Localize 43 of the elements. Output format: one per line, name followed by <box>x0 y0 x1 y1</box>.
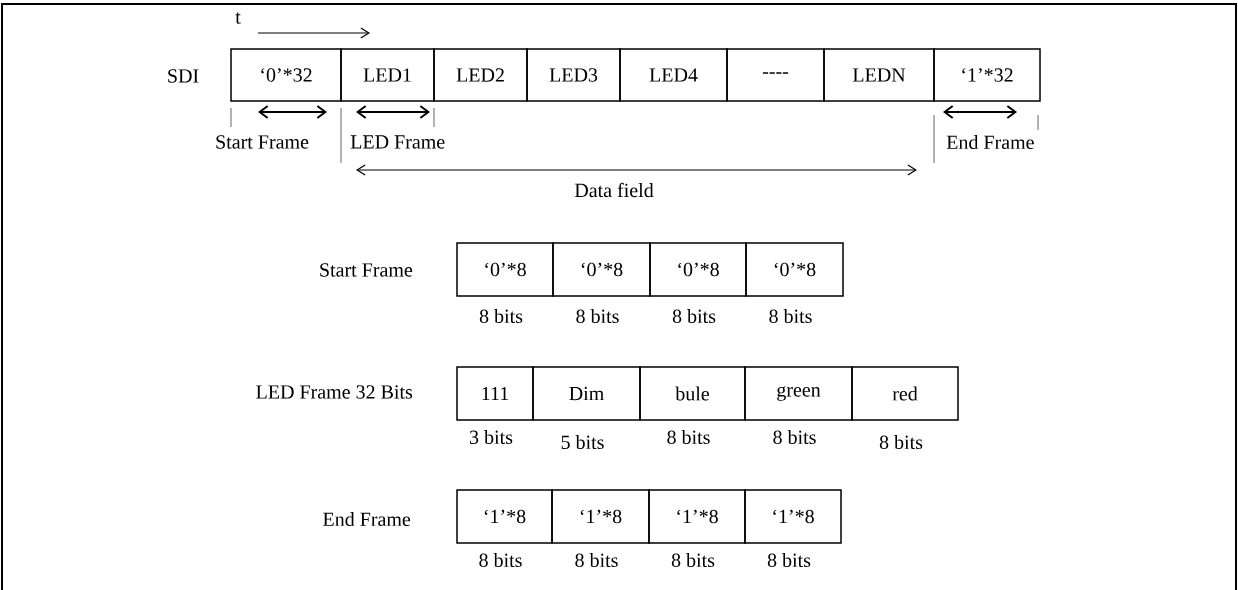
field-label: Start Frame <box>216 135 309 149</box>
frame-cell: ‘0’*8 <box>552 242 651 297</box>
bit-count-label: 5 bits <box>561 434 604 450</box>
bit-count-label: 8 bits <box>773 429 816 445</box>
field-label: End Frame <box>946 134 1034 150</box>
bit-count-label: 8 bits <box>671 552 715 568</box>
frame-cell: ‘0’*8 <box>456 242 554 297</box>
frame-cell: ---- <box>726 48 825 102</box>
frame-cell: LED3 <box>526 48 621 102</box>
bit-count-label: 8 bits <box>479 552 522 568</box>
frame-cell: LEDN <box>823 48 935 102</box>
frame-cell: ‘1’*8 <box>456 489 553 544</box>
bit-count-label: 8 bits <box>667 429 710 445</box>
frame-cell: ‘0’*8 <box>649 242 747 297</box>
frame-cell: 111 <box>456 366 534 421</box>
signal-label: SDI <box>168 69 199 83</box>
bit-count-label: 8 bits <box>479 308 523 324</box>
frame-cell: red <box>851 366 959 421</box>
bit-count-label: 3 bits <box>470 429 513 445</box>
bit-count-label: 8 bits <box>672 308 716 324</box>
frame-cell: LED4 <box>619 48 728 102</box>
frame-cell: bule <box>639 366 746 421</box>
bit-count-label: 8 bits <box>576 308 619 324</box>
frame-cell: green <box>744 366 853 421</box>
frame-cell: LED1 <box>340 48 435 102</box>
field-label: LED Frame <box>350 135 445 149</box>
frame-cell: LED2 <box>433 48 528 102</box>
frame-cell: ‘1’*8 <box>551 489 650 544</box>
row-label: LED Frame 32 Bits <box>256 385 413 399</box>
frame-cell: ‘0’*8 <box>745 242 844 297</box>
frame-cell: ‘1’*8 <box>648 489 746 544</box>
bit-count-label: 8 bits <box>879 434 923 450</box>
field-label: Data field <box>574 182 654 198</box>
bit-count-label: 8 bits <box>767 552 811 568</box>
frame-cell: Dim <box>532 366 641 421</box>
row-label: Start Frame <box>320 263 413 277</box>
frame-cell: ‘1’*32 <box>933 48 1041 102</box>
time-label: t <box>235 12 241 24</box>
frame-cell: ‘1’*8 <box>744 489 842 544</box>
bit-count-label: 8 bits <box>575 552 618 568</box>
row-label: End Frame <box>323 511 411 527</box>
bit-count-label: 8 bits <box>769 308 812 324</box>
frame-cell: ‘0’*32 <box>230 48 342 102</box>
